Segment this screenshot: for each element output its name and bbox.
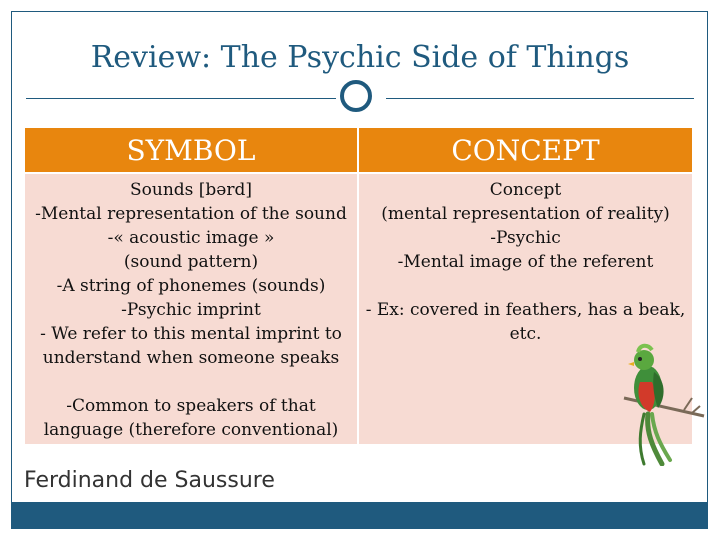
concept-line: Concept (489, 180, 562, 200)
symbol-cell: Sounds [bərd] -Mental representation of … (25, 174, 357, 444)
title-rule-right (386, 98, 694, 99)
symbol-line: language (therefore conventional) (43, 420, 339, 440)
title-rule-left (26, 98, 336, 99)
title-ring-ornament (340, 80, 372, 112)
symbol-line: -Common to speakers of that (66, 396, 316, 416)
concept-line: - Ex: covered in feathers, has a beak, (365, 300, 686, 320)
concept-cell: Concept (mental representation of realit… (359, 174, 692, 444)
symbol-line: understand when someone speaks (42, 348, 340, 368)
symbol-line: -Mental representation of the sound (35, 204, 347, 224)
spacer (25, 370, 357, 394)
concept-line: -Psychic (490, 228, 561, 248)
symbol-line: (sound pattern) (123, 252, 259, 272)
symbol-line: - We refer to this mental imprint to (40, 324, 342, 344)
header-concept: CONCEPT (359, 128, 692, 172)
concept-line: (mental representation of reality) (381, 204, 670, 224)
quetzal-bird-icon (623, 343, 705, 466)
symbol-line: Sounds [bərd] (129, 180, 252, 200)
spacer (359, 274, 692, 298)
slide-title: Review: The Psychic Side of Things (90, 40, 630, 75)
symbol-line: -« acoustic image » (107, 228, 275, 248)
footer-bar (12, 502, 708, 528)
author-caption: Ferdinand de Saussure (24, 468, 275, 493)
symbol-line: -A string of phonemes (sounds) (56, 276, 326, 296)
concept-line: -Mental image of the referent (397, 252, 654, 272)
header-symbol: SYMBOL (25, 128, 357, 172)
concept-line: etc. (509, 324, 542, 344)
symbol-line: -Psychic imprint (121, 300, 261, 320)
